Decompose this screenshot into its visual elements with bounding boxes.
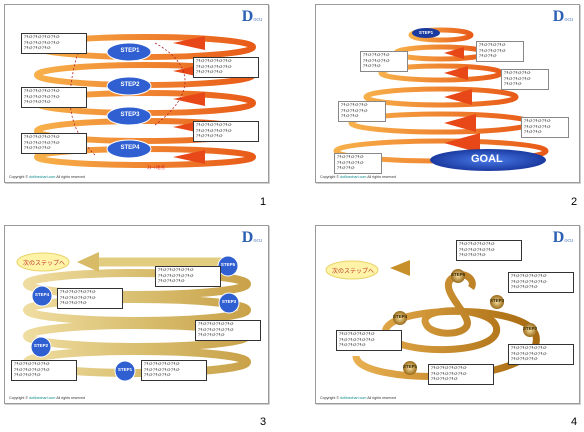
step-2-label: STEP2 [33, 343, 49, 348]
slide-3[interactable]: 次のステップへ STEP5 STEP4 STEP3 STEP2 STEP1 ﾃｷ… [4, 225, 269, 404]
text-box[interactable]: ﾃｷｽﾄﾃｷｽﾄﾃｷｽﾄﾃｷｽﾄﾃｷｽﾄﾃｷｽﾄﾃｷｽﾄﾃｷｽﾄ [521, 117, 569, 138]
step-3-label: STEP3 [120, 112, 140, 118]
step-5-label: STEP5 [450, 272, 466, 277]
step-4-label: STEP4 [392, 314, 408, 319]
logo: Docu [241, 8, 262, 25]
step-3-label: STEP3 [221, 299, 237, 304]
page-number-1: 1 [260, 196, 267, 208]
footer-copyright: Copyright © dotlinechart.com All rights … [9, 175, 85, 179]
logo: Docu [241, 229, 262, 246]
text-box[interactable]: ﾃｷｽﾄﾃｷｽﾄﾃｷｽﾄﾃｷｽﾄﾃｷｽﾄﾃｷｽﾄﾃｷｽﾄﾃｷｽﾄ [501, 69, 549, 90]
step-4-label: STEP4 [120, 145, 140, 151]
step-5-label: STEP5 [220, 262, 236, 267]
step-4-label: STEP4 [34, 292, 50, 297]
step-2-label: STEP2 [522, 326, 538, 331]
step-1-label: STEP1 [120, 48, 140, 54]
step-1-label: STEP1 [117, 367, 133, 372]
next-step-label: 次のステップへ [23, 260, 66, 267]
page-number-4: 4 [571, 416, 578, 428]
slide-2[interactable]: STEP1 GOAL ﾃｷｽﾄﾃｷｽﾄﾃｷｽﾄﾃｷｽﾄﾃｷｽﾄﾃｷｽﾄﾃｷｽﾄﾃ… [315, 4, 580, 183]
text-box[interactable]: ﾃｷｽﾄﾃｷｽﾄﾃｷｽﾄﾃｷｽﾄﾃｷｽﾄﾃｷｽﾄﾃｷｽﾄﾃｷｽﾄﾃｷｽﾄﾃｷｽﾄ… [195, 320, 261, 341]
step-3-label: STEP3 [489, 298, 505, 303]
next-step-label: 次のステップへ [332, 268, 375, 275]
step-1-label: STEP1 [402, 364, 418, 369]
slide-1[interactable]: STEP1 STEP2 STEP3 STEP4 ｽﾀｰﾄ地点 ﾃｷｽﾄﾃｷｽﾄﾃ… [4, 4, 269, 183]
page-number-2: 2 [571, 196, 578, 208]
text-box[interactable]: ﾃｷｽﾄﾃｷｽﾄﾃｷｽﾄﾃｷｽﾄﾃｷｽﾄﾃｷｽﾄﾃｷｽﾄﾃｷｽﾄ [360, 51, 408, 72]
start-note: ｽﾀｰﾄ地点 [147, 166, 165, 171]
text-box[interactable]: ﾃｷｽﾄﾃｷｽﾄﾃｷｽﾄﾃｷｽﾄﾃｷｽﾄﾃｷｽﾄﾃｷｽﾄﾃｷｽﾄﾃｷｽﾄﾃｷｽﾄ… [21, 33, 87, 54]
footer-copyright: Copyright © dotlinechart.com All rights … [320, 175, 396, 179]
footer-copyright: Copyright © dotlinechart.com All rights … [9, 396, 85, 400]
text-box[interactable]: ﾃｷｽﾄﾃｷｽﾄﾃｷｽﾄﾃｷｽﾄﾃｷｽﾄﾃｷｽﾄﾃｷｽﾄﾃｷｽﾄﾃｷｽﾄﾃｷｽﾄ… [428, 364, 494, 385]
text-box[interactable]: ﾃｷｽﾄﾃｷｽﾄﾃｷｽﾄﾃｷｽﾄﾃｷｽﾄﾃｷｽﾄﾃｷｽﾄﾃｷｽﾄﾃｷｽﾄﾃｷｽﾄ… [193, 57, 259, 78]
text-box[interactable]: ﾃｷｽﾄﾃｷｽﾄﾃｷｽﾄﾃｷｽﾄﾃｷｽﾄﾃｷｽﾄﾃｷｽﾄﾃｷｽﾄﾃｷｽﾄﾃｷｽﾄ… [57, 288, 123, 309]
text-box[interactable]: ﾃｷｽﾄﾃｷｽﾄﾃｷｽﾄﾃｷｽﾄﾃｷｽﾄﾃｷｽﾄﾃｷｽﾄﾃｷｽﾄﾃｷｽﾄﾃｷｽﾄ… [21, 133, 87, 154]
text-box[interactable]: ﾃｷｽﾄﾃｷｽﾄﾃｷｽﾄﾃｷｽﾄﾃｷｽﾄﾃｷｽﾄﾃｷｽﾄﾃｷｽﾄﾃｷｽﾄﾃｷｽﾄ… [21, 87, 87, 108]
text-box[interactable]: ﾃｷｽﾄﾃｷｽﾄﾃｷｽﾄﾃｷｽﾄﾃｷｽﾄﾃｷｽﾄﾃｷｽﾄﾃｷｽﾄ [476, 41, 524, 62]
logo: Docu [552, 229, 573, 246]
text-box[interactable]: ﾃｷｽﾄﾃｷｽﾄﾃｷｽﾄﾃｷｽﾄﾃｷｽﾄﾃｷｽﾄﾃｷｽﾄﾃｷｽﾄﾃｷｽﾄﾃｷｽﾄ… [193, 121, 259, 142]
text-box[interactable]: ﾃｷｽﾄﾃｷｽﾄﾃｷｽﾄﾃｷｽﾄﾃｷｽﾄﾃｷｽﾄﾃｷｽﾄﾃｷｽﾄﾃｷｽﾄﾃｷｽﾄ… [336, 330, 402, 351]
text-box[interactable]: ﾃｷｽﾄﾃｷｽﾄﾃｷｽﾄﾃｷｽﾄﾃｷｽﾄﾃｷｽﾄﾃｷｽﾄﾃｷｽﾄﾃｷｽﾄﾃｷｽﾄ… [456, 240, 522, 261]
page-number-3: 3 [260, 416, 267, 428]
text-box[interactable]: ﾃｷｽﾄﾃｷｽﾄﾃｷｽﾄﾃｷｽﾄﾃｷｽﾄﾃｷｽﾄﾃｷｽﾄﾃｷｽﾄ [334, 153, 382, 174]
step-1-label: STEP1 [418, 30, 434, 35]
goal-label: GOAL [471, 153, 503, 165]
step-2-label: STEP2 [120, 82, 140, 88]
text-box[interactable]: ﾃｷｽﾄﾃｷｽﾄﾃｷｽﾄﾃｷｽﾄﾃｷｽﾄﾃｷｽﾄﾃｷｽﾄﾃｷｽﾄﾃｷｽﾄﾃｷｽﾄ… [508, 272, 574, 293]
text-box[interactable]: ﾃｷｽﾄﾃｷｽﾄﾃｷｽﾄﾃｷｽﾄﾃｷｽﾄﾃｷｽﾄﾃｷｽﾄﾃｷｽﾄﾃｷｽﾄﾃｷｽﾄ… [508, 344, 574, 365]
footer-copyright: Copyright © dotlinechart.com All rights … [320, 396, 396, 400]
text-box[interactable]: ﾃｷｽﾄﾃｷｽﾄﾃｷｽﾄﾃｷｽﾄﾃｷｽﾄﾃｷｽﾄﾃｷｽﾄﾃｷｽﾄﾃｷｽﾄﾃｷｽﾄ… [11, 360, 77, 381]
text-box[interactable]: ﾃｷｽﾄﾃｷｽﾄﾃｷｽﾄﾃｷｽﾄﾃｷｽﾄﾃｷｽﾄﾃｷｽﾄﾃｷｽﾄﾃｷｽﾄﾃｷｽﾄ… [141, 360, 207, 381]
text-box[interactable]: ﾃｷｽﾄﾃｷｽﾄﾃｷｽﾄﾃｷｽﾄﾃｷｽﾄﾃｷｽﾄﾃｷｽﾄﾃｷｽﾄﾃｷｽﾄﾃｷｽﾄ… [155, 266, 221, 287]
slide-4[interactable]: 次のステップへ STEP5 STEP3 STEP4 STEP2 STEP1 ﾃｷ… [315, 225, 580, 404]
text-box[interactable]: ﾃｷｽﾄﾃｷｽﾄﾃｷｽﾄﾃｷｽﾄﾃｷｽﾄﾃｷｽﾄﾃｷｽﾄﾃｷｽﾄ [338, 101, 386, 122]
logo: Docu [552, 8, 573, 25]
